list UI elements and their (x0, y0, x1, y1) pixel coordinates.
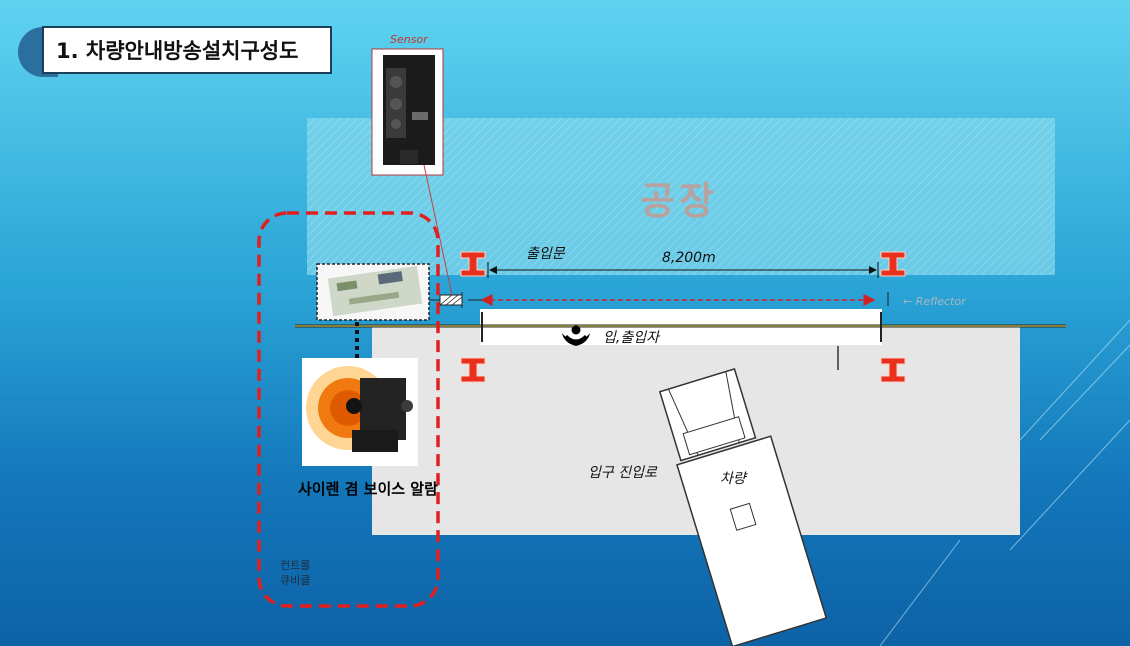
controller-label-line2: 큐비클 (280, 574, 311, 587)
person-icon (562, 325, 590, 346)
siren-label: 사이렌 겸 보이스 알람 (298, 480, 438, 498)
control-cubicle-boundary (257, 211, 440, 608)
controller-label-line1: 컨트롤 (280, 559, 311, 572)
decorative-lines (879, 319, 1130, 646)
page-title: 1. 차량안내방송설치구성도 (42, 26, 332, 74)
factory-label: 공장 (640, 179, 718, 223)
gate-label: 출입문 (526, 246, 565, 262)
vehicle-icon (658, 367, 828, 646)
controller-board-icon (316, 263, 430, 321)
gate-post-icon (460, 251, 906, 383)
person-label: 입,출입자 (603, 330, 659, 346)
siren-alarm-icon (302, 358, 418, 466)
road-label: 입구 진입로 (588, 465, 657, 481)
sensor-label: Sensor (390, 33, 428, 46)
distance-label: 8,200m (662, 250, 716, 266)
vehicle-label: 차량 (720, 471, 746, 487)
reflector-label: ← Reflector (903, 295, 966, 308)
controller-label: 컨트롤 큐비클 (280, 558, 340, 588)
sensor-photo-icon (371, 48, 444, 176)
